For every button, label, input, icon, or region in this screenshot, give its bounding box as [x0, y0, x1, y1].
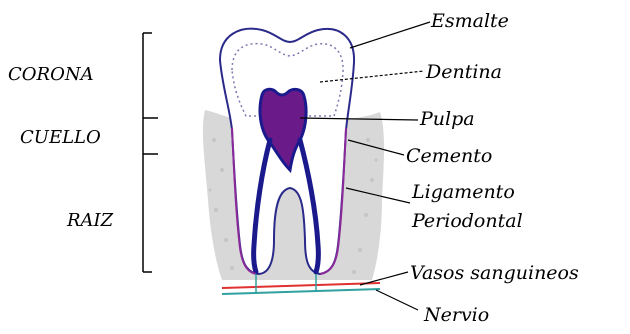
zone-label-cuello: CUELLO: [20, 127, 101, 148]
label-ligamento-line2: Periodontal: [411, 210, 523, 232]
leader-nervio: [376, 290, 418, 310]
label-pulpa: Pulpa: [419, 108, 475, 130]
label-vasos: Vasos sanguineos: [410, 262, 579, 284]
label-cemento: Cemento: [406, 145, 492, 167]
zone-bracket: [143, 33, 158, 272]
label-dentina: Dentina: [425, 61, 502, 83]
zone-label-raiz: RAIZ: [66, 210, 114, 231]
leader-esmalte: [350, 22, 430, 48]
zone-label-corona: CORONA: [8, 64, 94, 85]
label-ligamento-line1: Ligamento: [411, 181, 515, 203]
nerve-line: [222, 289, 380, 294]
label-nervio: Nervio: [423, 304, 489, 326]
label-esmalte: Esmalte: [430, 10, 509, 32]
blood-vessel-line: [222, 283, 380, 288]
